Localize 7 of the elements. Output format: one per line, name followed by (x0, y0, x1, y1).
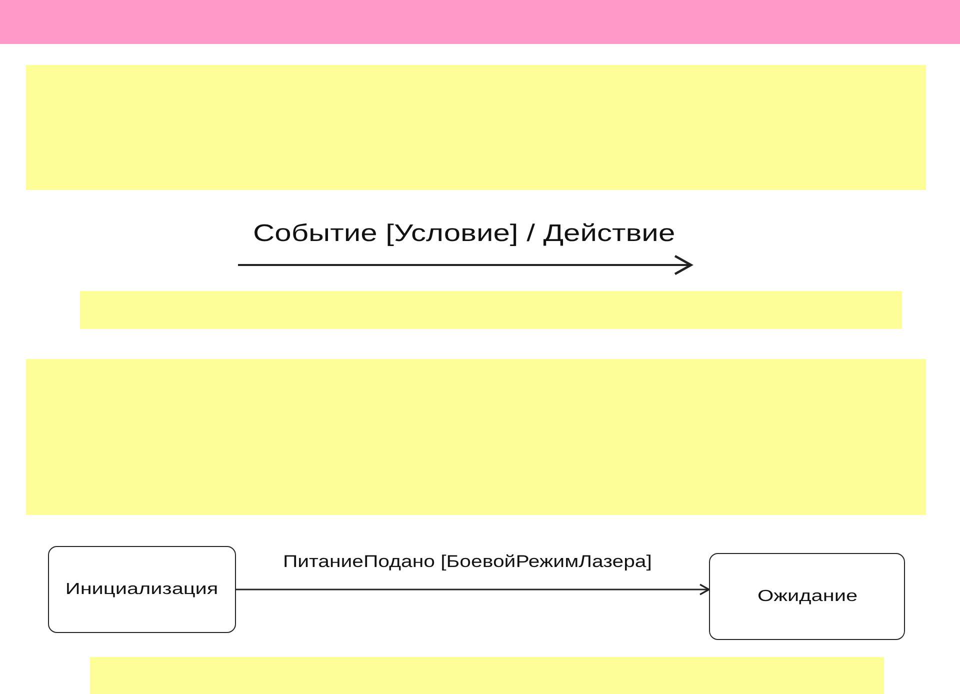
transition-arrow (236, 584, 710, 596)
edge-label: ПитаниеПодано [БоевойРежимЛазера] (283, 552, 652, 572)
transition-syntax-label: Событие [Условие] / Действие (253, 220, 676, 248)
state-box (48, 546, 236, 633)
state-name: Инициализация (66, 580, 218, 598)
state-box (709, 553, 905, 640)
state-name: Ожидание (756, 588, 858, 606)
